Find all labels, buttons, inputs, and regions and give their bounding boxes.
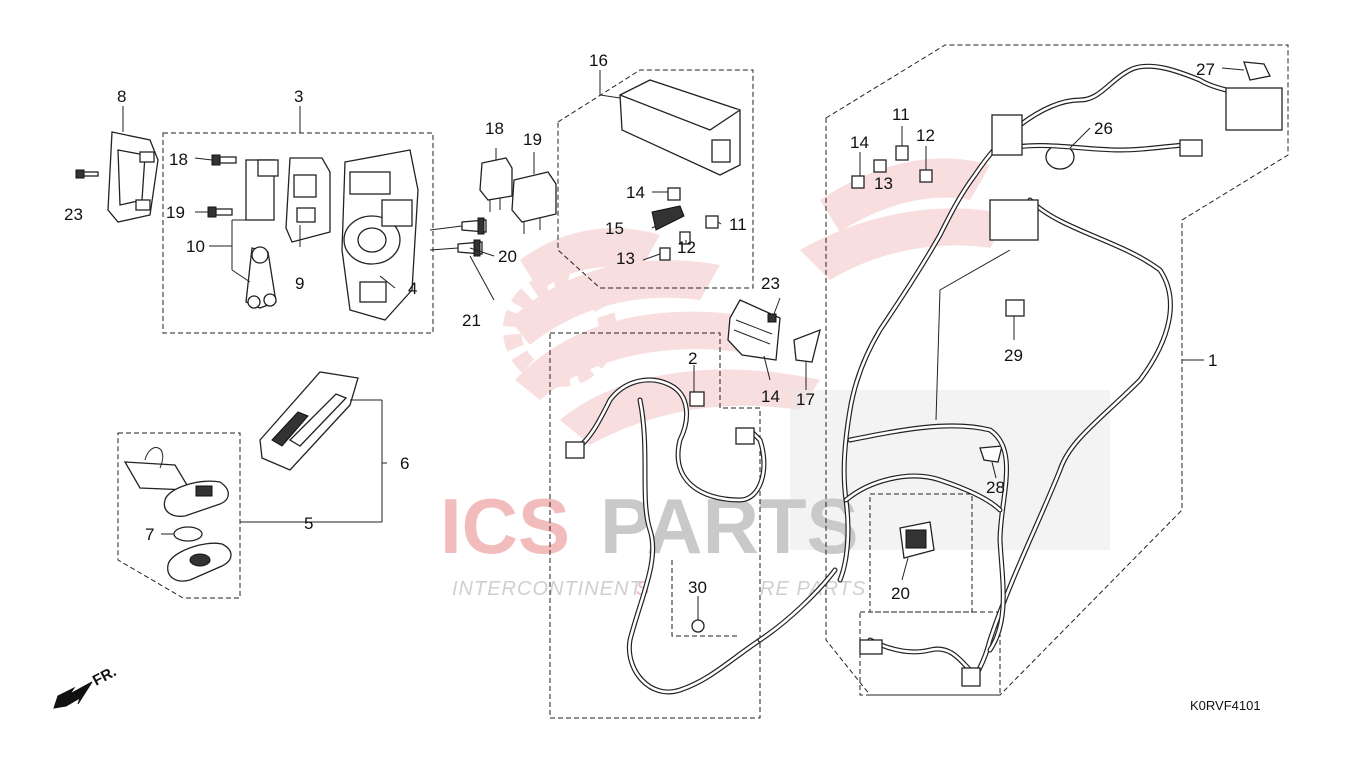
front-arrow-icon [53, 681, 93, 709]
part-screw-23b [457, 239, 483, 257]
callout-26: 28 [986, 478, 1005, 497]
part-fuse-14b [851, 175, 865, 189]
part-smart-key-5 [123, 447, 229, 517]
part-key-cover [167, 542, 232, 582]
callout-13a: 13 [616, 249, 635, 268]
leader-lines [122, 67, 1245, 620]
callout-20: 20 [891, 584, 910, 603]
part-screw-22b [207, 206, 233, 218]
callout-30: 30 [688, 578, 707, 597]
part-screw-29 [767, 313, 777, 323]
part-relay-19 [511, 171, 557, 234]
group-boxes [117, 44, 1289, 719]
callout-1: 1 [1208, 351, 1217, 370]
callout-27: 29 [1004, 346, 1023, 365]
part-connector-27 [1005, 299, 1025, 317]
part-fuse-box-16 [619, 79, 741, 176]
watermark-tagline-a: INTERCONTINENT [452, 578, 643, 600]
watermark-brand-right: PARTS [600, 482, 859, 570]
callout-4: 4 [408, 279, 417, 298]
callout-12a: 12 [677, 238, 696, 257]
part-fuse-11b [895, 145, 909, 161]
part-ignition-4 [341, 149, 419, 321]
box-smart-key [117, 432, 241, 599]
callout-14b: 14 [850, 133, 869, 152]
callout-5: 5 [304, 514, 313, 533]
part-battery-7 [173, 526, 203, 542]
callout-2: 2 [688, 349, 697, 368]
callout-22b: 19 [166, 203, 185, 222]
callout-17: 14 [761, 387, 780, 406]
part-switch-20 [899, 521, 935, 559]
part-screw-22a [211, 154, 237, 166]
front-label: FR. [90, 663, 119, 689]
callout-7: 7 [145, 525, 154, 544]
callout-23b: 21 [462, 311, 481, 330]
watermark-tagline-c: RE PARTS [760, 578, 866, 600]
callouts: 8 3 18 19 23 10 9 4 20 21 6 5 7 16 18 19… [64, 51, 1217, 603]
callout-6: 6 [400, 454, 409, 473]
callout-22a: 18 [169, 150, 188, 169]
watermark-brand-left: ICS [440, 482, 570, 570]
part-bracket-8 [107, 131, 159, 223]
callout-14a: 14 [626, 183, 645, 202]
part-fuse-14a [667, 187, 681, 201]
callout-16: 16 [589, 51, 608, 70]
callout-23a: 20 [498, 247, 517, 266]
callout-11a: 11 [729, 215, 747, 234]
part-fuse-12b [919, 169, 933, 183]
callout-3: 3 [294, 87, 303, 106]
part-fuse-12a [679, 231, 691, 245]
callout-18: 18 [485, 119, 504, 138]
part-screw-28 [75, 169, 99, 179]
part-fuse-puller-15 [651, 205, 685, 231]
box-bolt-30 [671, 560, 740, 637]
part-bolt-30 [691, 619, 705, 633]
callout-13b: 13 [874, 174, 893, 193]
callout-10: 10 [186, 237, 205, 256]
callout-25: 27 [1196, 60, 1215, 79]
part-bracket-21 [793, 328, 821, 363]
diagram-code: K0RVF4101 [1190, 698, 1261, 713]
front-arrow: FR. [53, 663, 119, 709]
part-control-unit-6 [259, 371, 359, 471]
box-switch-assembly [162, 132, 434, 334]
callout-11b: 11 [892, 105, 910, 124]
sub-harness [565, 377, 838, 695]
part-clip-25 [1243, 61, 1271, 81]
callout-24: 26 [1094, 119, 1113, 138]
part-fuse-11a [705, 215, 719, 229]
callout-8: 8 [117, 87, 126, 106]
part-fuse-13b [873, 159, 887, 173]
part-relay-18 [479, 157, 513, 212]
callout-9: 9 [295, 274, 304, 293]
part-screw-23a [461, 217, 487, 235]
callout-28: 23 [64, 205, 83, 224]
box-fuse-box [557, 69, 754, 289]
callout-12b: 12 [916, 126, 935, 145]
part-link-10 [245, 159, 279, 309]
callout-21: 17 [796, 390, 815, 409]
part-ecu-17 [727, 299, 781, 361]
box-sub-harness [549, 332, 761, 719]
callout-15: 15 [605, 219, 624, 238]
callout-19: 19 [523, 130, 542, 149]
part-switch-9 [285, 157, 331, 243]
part-clip-26 [979, 445, 1003, 463]
part-fuse-13a [659, 247, 671, 261]
part-connector-2 [689, 391, 705, 407]
callout-29: 23 [761, 274, 780, 293]
main-harness-1 [837, 63, 1283, 687]
